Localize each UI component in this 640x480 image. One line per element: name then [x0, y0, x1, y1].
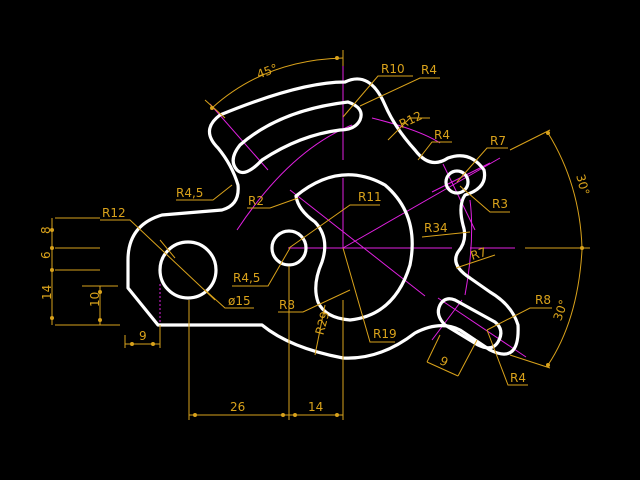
label-r29: R29 — [313, 310, 333, 336]
label-angle-30-top: 30° — [573, 173, 592, 197]
label-r45-hole: R4,5 — [233, 271, 260, 285]
label-dim-14: 14 — [40, 285, 54, 300]
label-dim-8: 8 — [39, 226, 53, 234]
label-r2: R2 — [248, 194, 264, 208]
label-r7-top: R7 — [490, 134, 506, 148]
label-r11: R11 — [358, 190, 382, 204]
label-r45-top: R4,5 — [176, 186, 203, 200]
label-r10: R10 — [381, 62, 405, 76]
label-r8-right: R8 — [535, 293, 551, 307]
label-r34: R34 — [424, 221, 448, 235]
label-r12-top: R12 — [397, 109, 424, 132]
label-r4-top: R4 — [421, 63, 437, 77]
label-slot-9: 9 — [438, 354, 451, 370]
label-r12-left: R12 — [102, 206, 126, 220]
label-r3: R3 — [492, 197, 508, 211]
label-dim-9-left: 9 — [139, 329, 147, 343]
label-r19: R19 — [373, 327, 397, 341]
label-dia15: ø15 — [228, 294, 251, 308]
label-r4-bottom: R4 — [510, 371, 526, 385]
label-dim-14-bottom: 14 — [308, 400, 323, 414]
label-r7-mid: R7 — [469, 245, 489, 263]
label-dim-26: 26 — [230, 400, 245, 414]
label-r8-left: R8 — [279, 298, 295, 312]
label-angle-30-bottom: 30° — [551, 298, 571, 323]
label-dim-10: 10 — [88, 292, 102, 307]
label-dim-6: 6 — [39, 251, 53, 259]
dimension-arrows — [50, 56, 584, 417]
dimension-labels: 45° R10 R4 R12 R4 R7 30° R3 R34 R7 R8 30… — [39, 61, 592, 414]
label-angle-45: 45° — [255, 61, 280, 81]
label-r4-mid: R4 — [434, 128, 450, 142]
part-outline — [126, 77, 520, 360]
